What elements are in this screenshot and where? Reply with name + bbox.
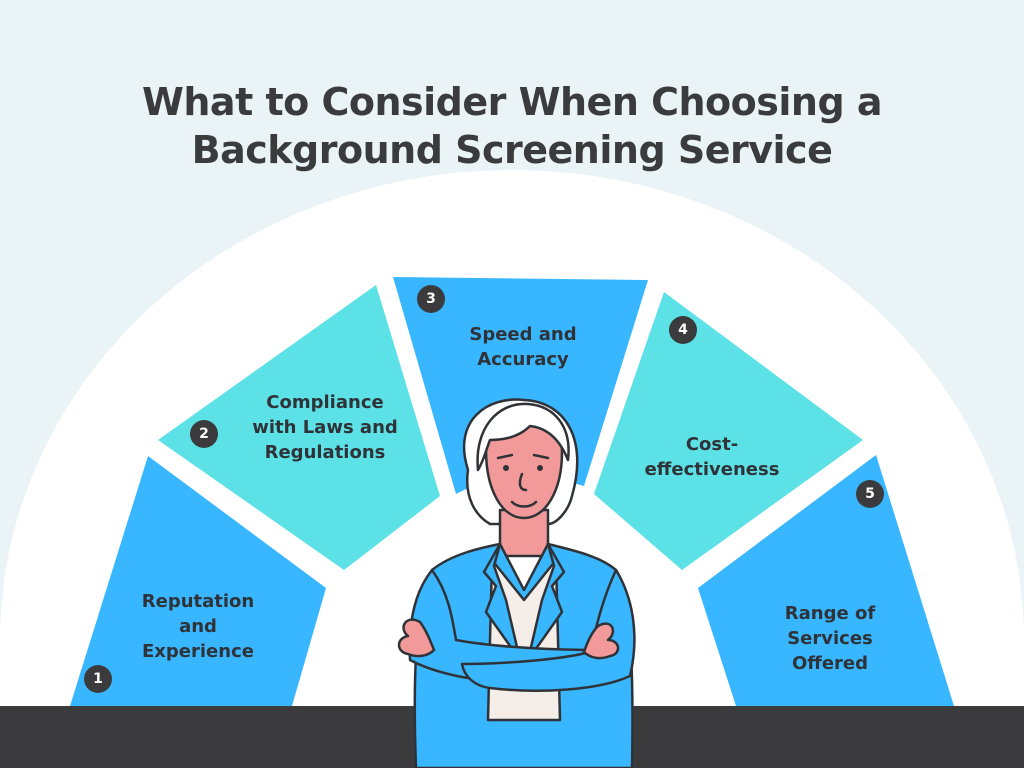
segment-2-label: Compliance with Laws and Regulations [252, 392, 398, 463]
nose [518, 472, 528, 492]
segment-4-label: Cost- effectiveness [644, 434, 780, 480]
right-hand [397, 618, 436, 658]
lapel-right [526, 542, 566, 662]
segment-3-number-badge: 3 [417, 285, 445, 313]
title-line-2: Background Screening Service [191, 128, 833, 172]
lapel-left [482, 542, 522, 662]
segment-1-shape [70, 456, 326, 706]
left-eye [503, 465, 509, 471]
segment-5-shape [698, 455, 954, 706]
right-eye [537, 465, 543, 471]
segment-4-number-badge: 4 [669, 316, 697, 344]
left-hand [582, 622, 620, 660]
right-brow [532, 453, 550, 460]
segment-2-number-badge: 2 [190, 420, 218, 448]
woman-illustration [397, 398, 636, 768]
segment-1-label: Reputation and Experience [141, 591, 255, 662]
segment-5-number-badge: 5 [856, 480, 884, 508]
hair-front [476, 402, 570, 472]
left-brow [496, 453, 514, 460]
segment-2-shape [158, 285, 440, 570]
segment-1-number-badge: 1 [84, 665, 112, 693]
segment-5-label: Range of Services Offered [784, 603, 876, 674]
segment-3-label: Speed and Accuracy [469, 324, 577, 370]
title-line-1: What to Consider When Choosing a [141, 80, 883, 124]
segment-4-shape [594, 292, 863, 570]
segment-3-shape [393, 277, 648, 494]
infographic-title: What to Consider When Choosing a Backgro… [0, 78, 1024, 174]
mouth [510, 500, 538, 508]
